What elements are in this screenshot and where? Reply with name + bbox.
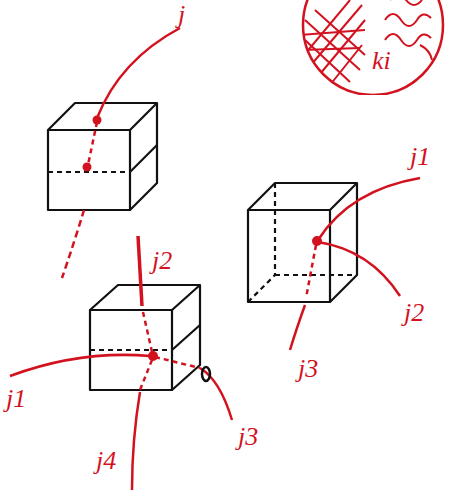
region-circle: ki	[298, 0, 448, 95]
cube	[248, 183, 357, 302]
cube	[48, 103, 157, 210]
current-line	[62, 28, 180, 278]
current-label: j3	[238, 424, 258, 450]
current-label: j2	[152, 248, 172, 274]
current-label: j	[178, 2, 185, 28]
current-line	[10, 236, 232, 490]
cube	[90, 285, 200, 390]
current-label: j1	[410, 144, 430, 170]
current-line	[290, 178, 420, 350]
current-label: j4	[96, 448, 116, 474]
region-label: ki	[372, 48, 391, 74]
current-label: j2	[404, 300, 424, 326]
current-label: j1	[6, 386, 26, 412]
current-label: j3	[298, 356, 318, 382]
